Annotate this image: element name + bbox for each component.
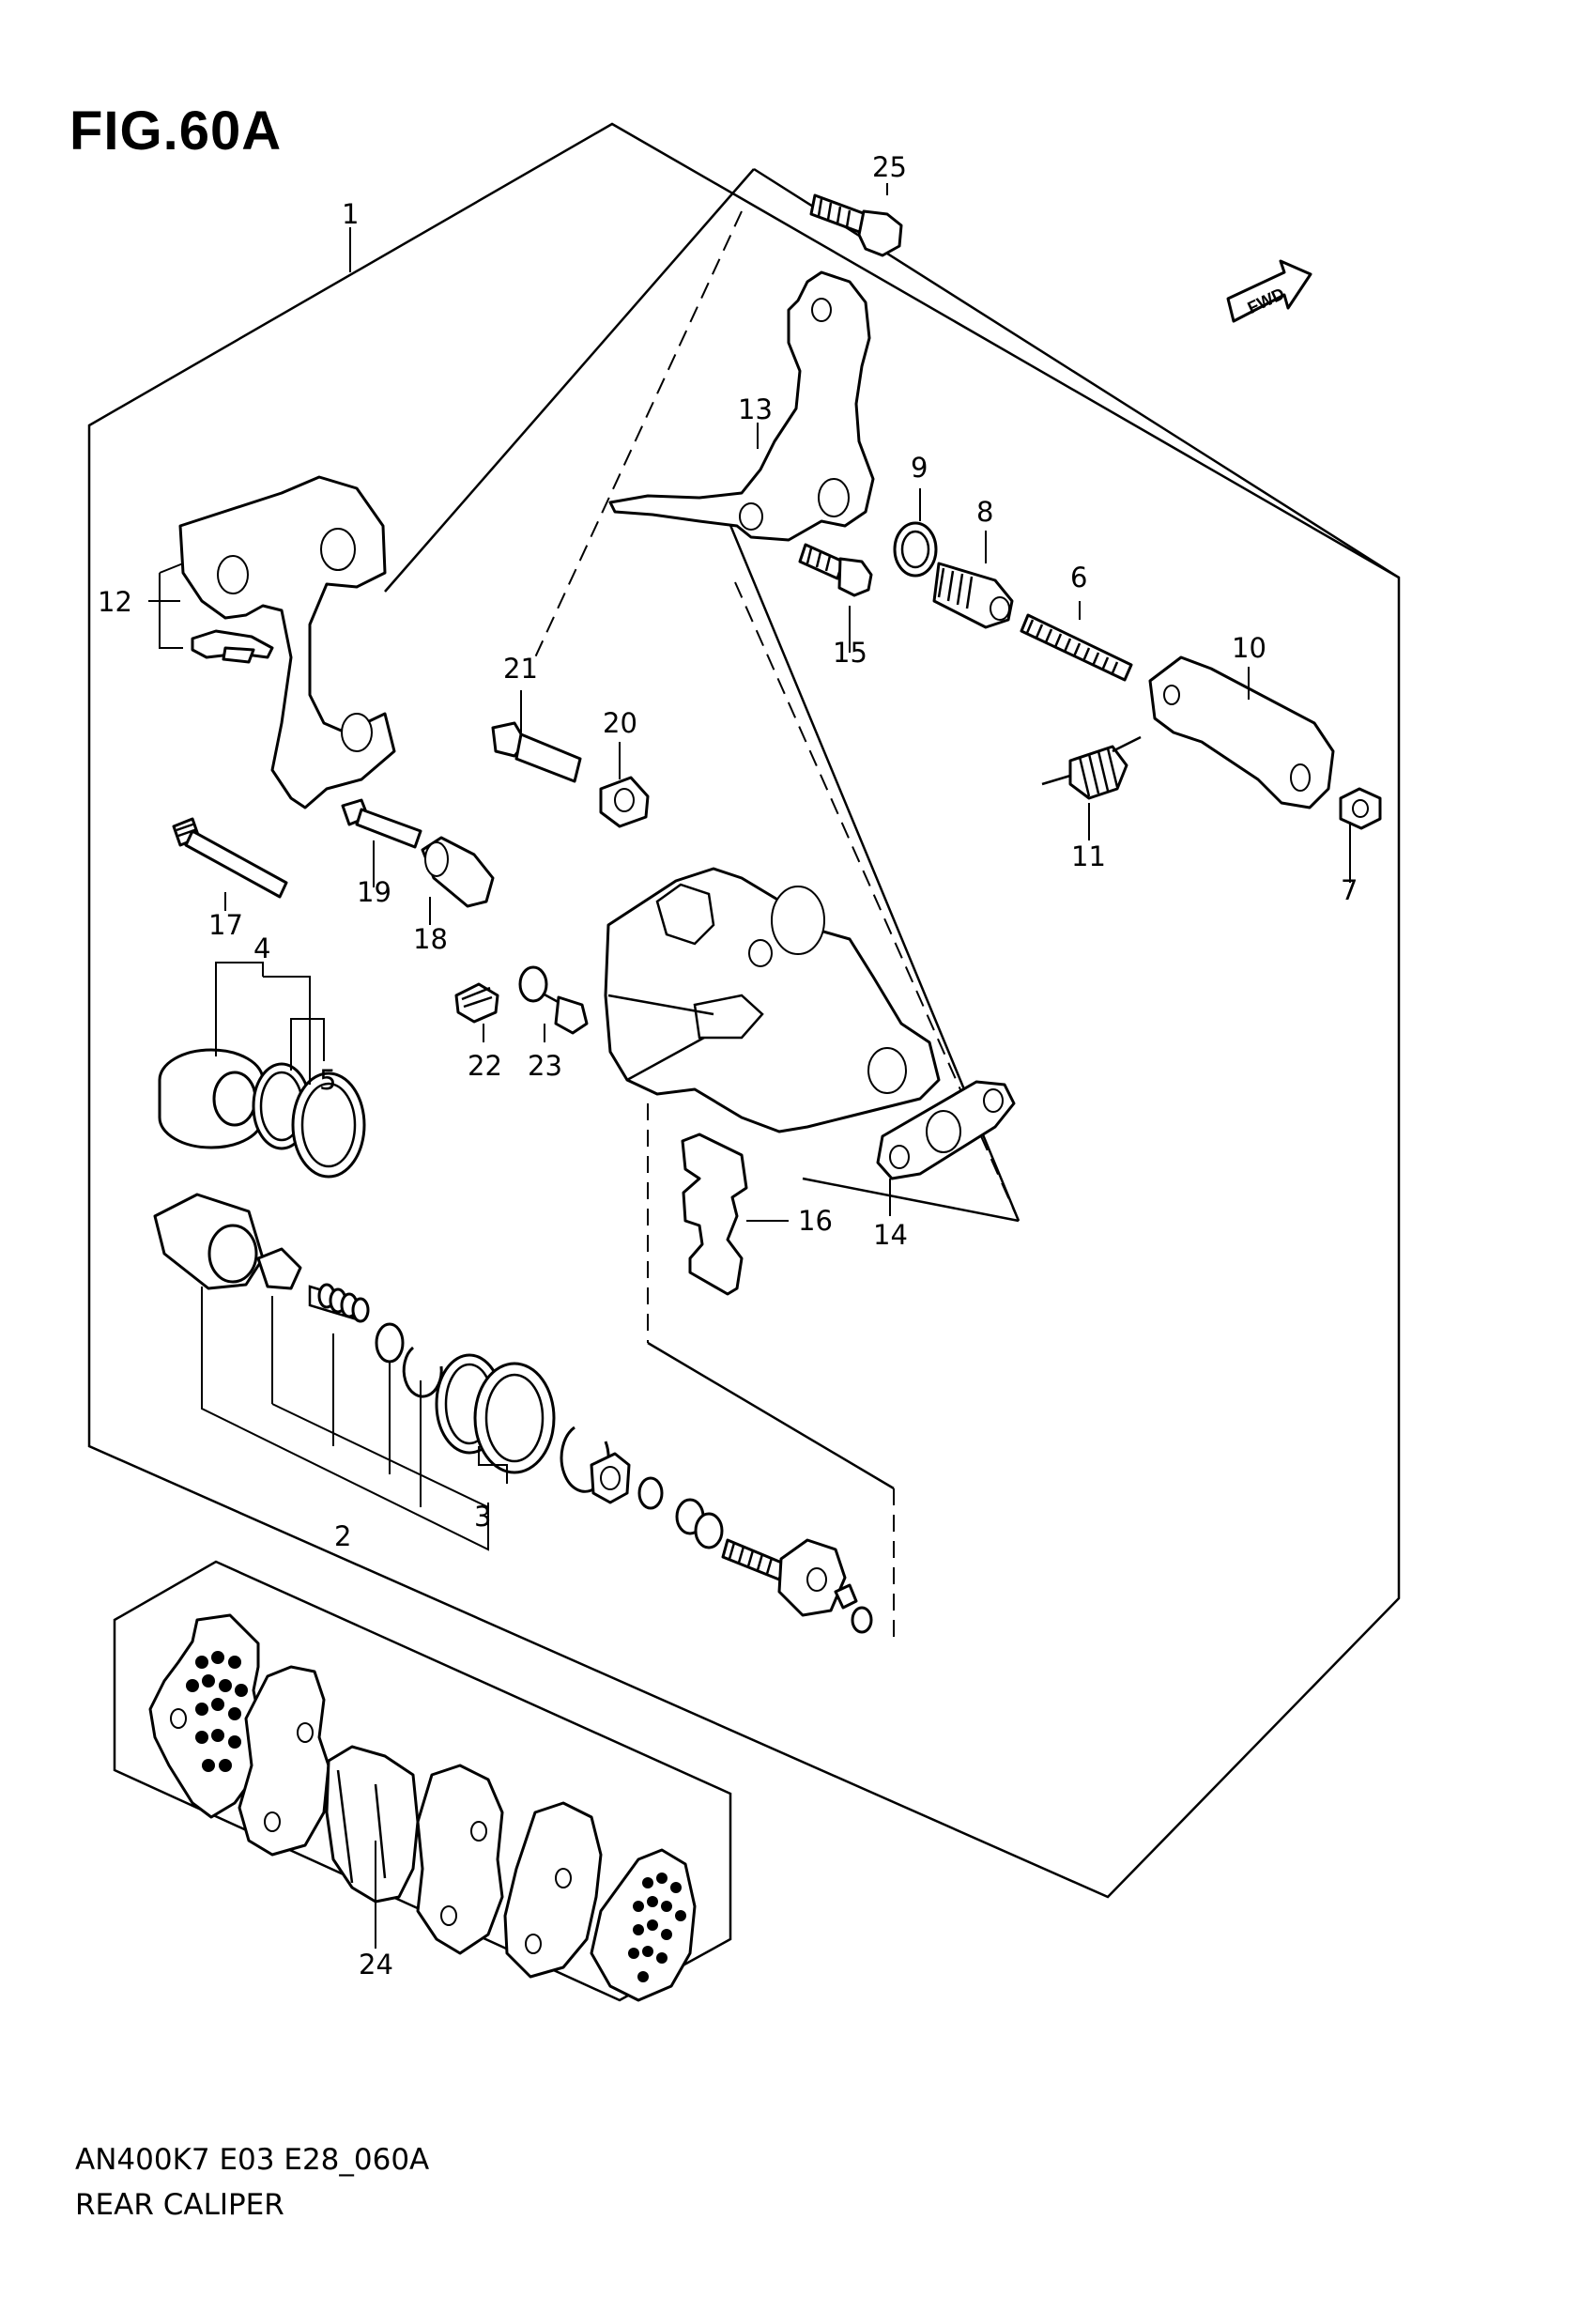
caliper-bracket-part-12 xyxy=(178,475,396,809)
bracket-part-13 xyxy=(608,270,875,542)
retainer-clip xyxy=(590,1452,631,1504)
callout-13: 13 xyxy=(738,393,773,425)
callout-21: 21 xyxy=(503,653,538,685)
callout-9: 9 xyxy=(911,452,928,484)
callout-24: 24 xyxy=(359,1949,393,1981)
brake-pad-main xyxy=(325,1745,420,1904)
gasket-part-14 xyxy=(876,1080,1016,1180)
brake-pad-shim-1 xyxy=(148,1613,265,1819)
washer-end xyxy=(851,1606,873,1634)
o-ring-small-2 xyxy=(694,1512,724,1549)
pad-set-frame xyxy=(113,1560,732,2002)
washer-small xyxy=(637,1476,664,1510)
pad-spring-part-16 xyxy=(681,1133,748,1296)
callout-8: 8 xyxy=(976,496,993,528)
figure-title: FIG.60A xyxy=(69,100,283,162)
adjust-bolt xyxy=(721,1538,858,1617)
fwd-direction-badge: FWD xyxy=(1226,259,1312,323)
callout-16: 16 xyxy=(798,1205,833,1237)
cap-part-23 xyxy=(518,965,589,1035)
callout-12: 12 xyxy=(98,586,132,618)
callout-23: 23 xyxy=(528,1050,562,1082)
callout-10: 10 xyxy=(1232,632,1266,664)
brake-pad-shim-3 xyxy=(416,1764,504,1955)
callout-4: 4 xyxy=(253,933,270,964)
lever-part-10 xyxy=(1148,655,1335,809)
callout-7: 7 xyxy=(1341,874,1358,906)
callout-11: 11 xyxy=(1071,840,1106,872)
boot-part-20 xyxy=(599,776,650,828)
figure-caption: REAR CALIPER xyxy=(75,2188,284,2222)
callout-3: 3 xyxy=(474,1501,491,1533)
callout-19: 19 xyxy=(357,876,391,908)
pin-part-19 xyxy=(341,798,422,849)
dust-seal-part-5 xyxy=(291,1071,366,1179)
boot-part-18 xyxy=(421,836,495,908)
callout-17: 17 xyxy=(208,909,243,941)
bleeder-part-22 xyxy=(454,982,499,1024)
threaded-rod-part-6 xyxy=(1020,613,1133,682)
callout-20: 20 xyxy=(603,707,637,739)
callout-1: 1 xyxy=(342,198,359,230)
callout-22: 22 xyxy=(468,1050,502,1082)
callout-14: 14 xyxy=(873,1219,908,1251)
callout-18: 18 xyxy=(413,923,448,955)
brake-pad-shim-4 xyxy=(503,1801,603,1979)
callout-2: 2 xyxy=(334,1520,351,1552)
assembly-frame xyxy=(87,122,1401,1899)
pin-part-17 xyxy=(172,817,288,899)
nut-part-7 xyxy=(1339,787,1382,830)
caliper-body xyxy=(604,867,941,1133)
leader-lines xyxy=(148,183,1351,1949)
dust-seal-part-3 xyxy=(473,1362,556,1474)
callout-labels: 1 25 12 13 9 8 6 10 15 21 20 11 7 17 19 … xyxy=(98,151,1358,1981)
piston-assembly-part-2 xyxy=(153,1193,443,1398)
piston-part-4 xyxy=(158,1048,265,1149)
callout-25: 25 xyxy=(872,151,907,183)
spring-part-11 xyxy=(1041,735,1142,800)
bolt-part-15 xyxy=(798,543,873,597)
pad-spring-part-12 xyxy=(191,629,274,664)
slide-pin-part-21 xyxy=(491,721,582,783)
brake-pad-shim-2 xyxy=(238,1665,330,1857)
model-code: AN400K7 E03 E28_060A xyxy=(75,2143,430,2177)
callout-6: 6 xyxy=(1070,562,1087,593)
brake-pad-shim-5 xyxy=(590,1848,697,2002)
callout-5: 5 xyxy=(319,1064,336,1096)
adjuster-part-8 xyxy=(932,562,1014,629)
bolt-part-25 xyxy=(809,193,903,257)
callout-15: 15 xyxy=(833,637,867,669)
frame-dashed-line-1 xyxy=(534,210,743,658)
